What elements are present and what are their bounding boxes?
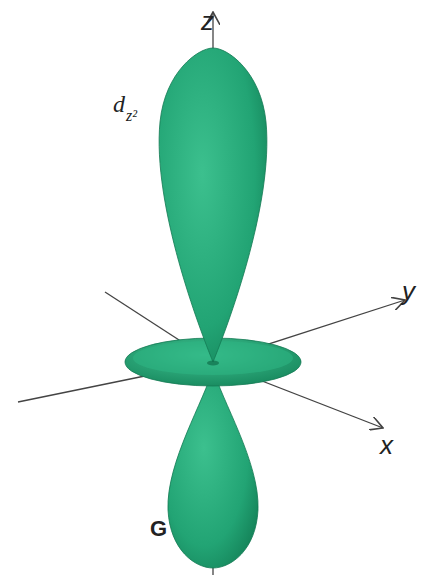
upper-lobe: [159, 48, 267, 362]
axis-label: y: [402, 278, 415, 304]
axis-label: x: [380, 432, 393, 458]
axes: [18, 12, 405, 575]
lower-lobe: [168, 368, 258, 568]
panel-letter: G: [150, 518, 167, 540]
orbital-name: d: [113, 92, 125, 116]
orbital-subscript: z²: [126, 108, 137, 124]
axis-label: z: [201, 8, 214, 34]
nucleus-hole: [207, 361, 219, 366]
